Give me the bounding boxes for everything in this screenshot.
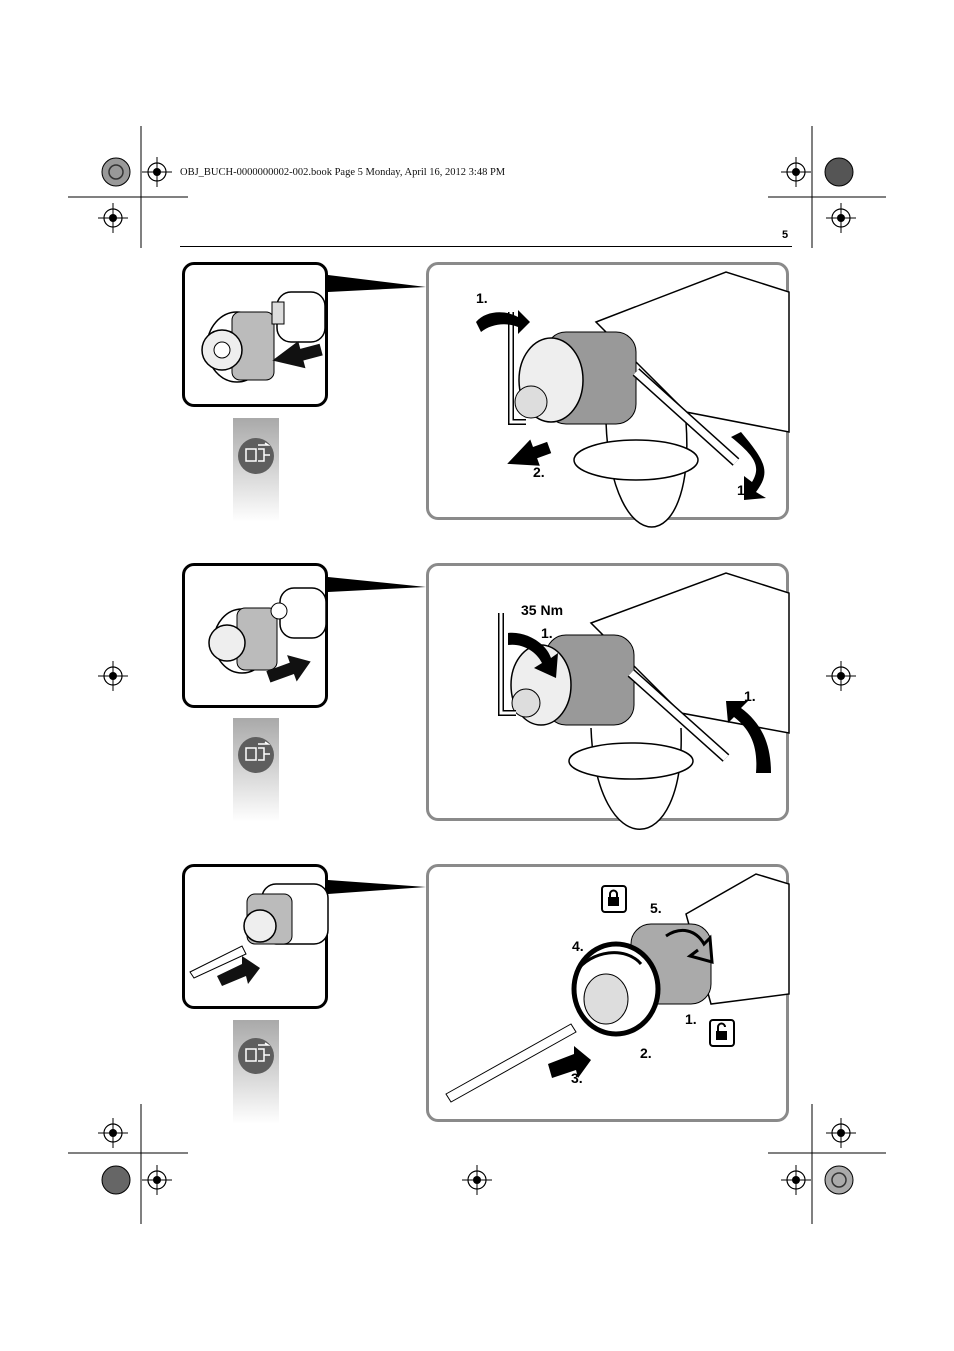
unplug-icon [238, 737, 274, 773]
step-label: 2. [640, 1045, 652, 1061]
step-label: 1. [737, 482, 749, 498]
print-header: OBJ_BUCH-0000000002-002.book Page 5 Mond… [180, 167, 506, 178]
main-illustration [426, 563, 790, 830]
step-label: 4. [572, 938, 584, 954]
step-label: 1. [744, 688, 756, 704]
unlock-icon [709, 1019, 735, 1047]
unplug-icon [238, 1038, 274, 1074]
detail-thumbnail [182, 563, 328, 708]
step-label: 1. [685, 1011, 697, 1027]
callout-wedge [328, 577, 426, 592]
unplug-icon [238, 438, 274, 474]
step-label: 5. [650, 900, 662, 916]
step-label: 3. [571, 1070, 583, 1086]
page-number: 5 [782, 229, 789, 241]
callout-wedge [328, 275, 426, 292]
step-label: 1. [476, 290, 488, 306]
main-illustration [426, 262, 790, 528]
step-label: 2. [533, 464, 545, 480]
color-target-icon [101, 157, 854, 1195]
header-rule [180, 246, 792, 247]
step-label: 1. [541, 625, 553, 641]
lock-icon [601, 885, 627, 913]
detail-thumbnail [182, 262, 328, 407]
torque-label: 35 Nm [521, 602, 564, 618]
detail-thumbnail [182, 864, 329, 1009]
callout-wedge [328, 880, 426, 894]
